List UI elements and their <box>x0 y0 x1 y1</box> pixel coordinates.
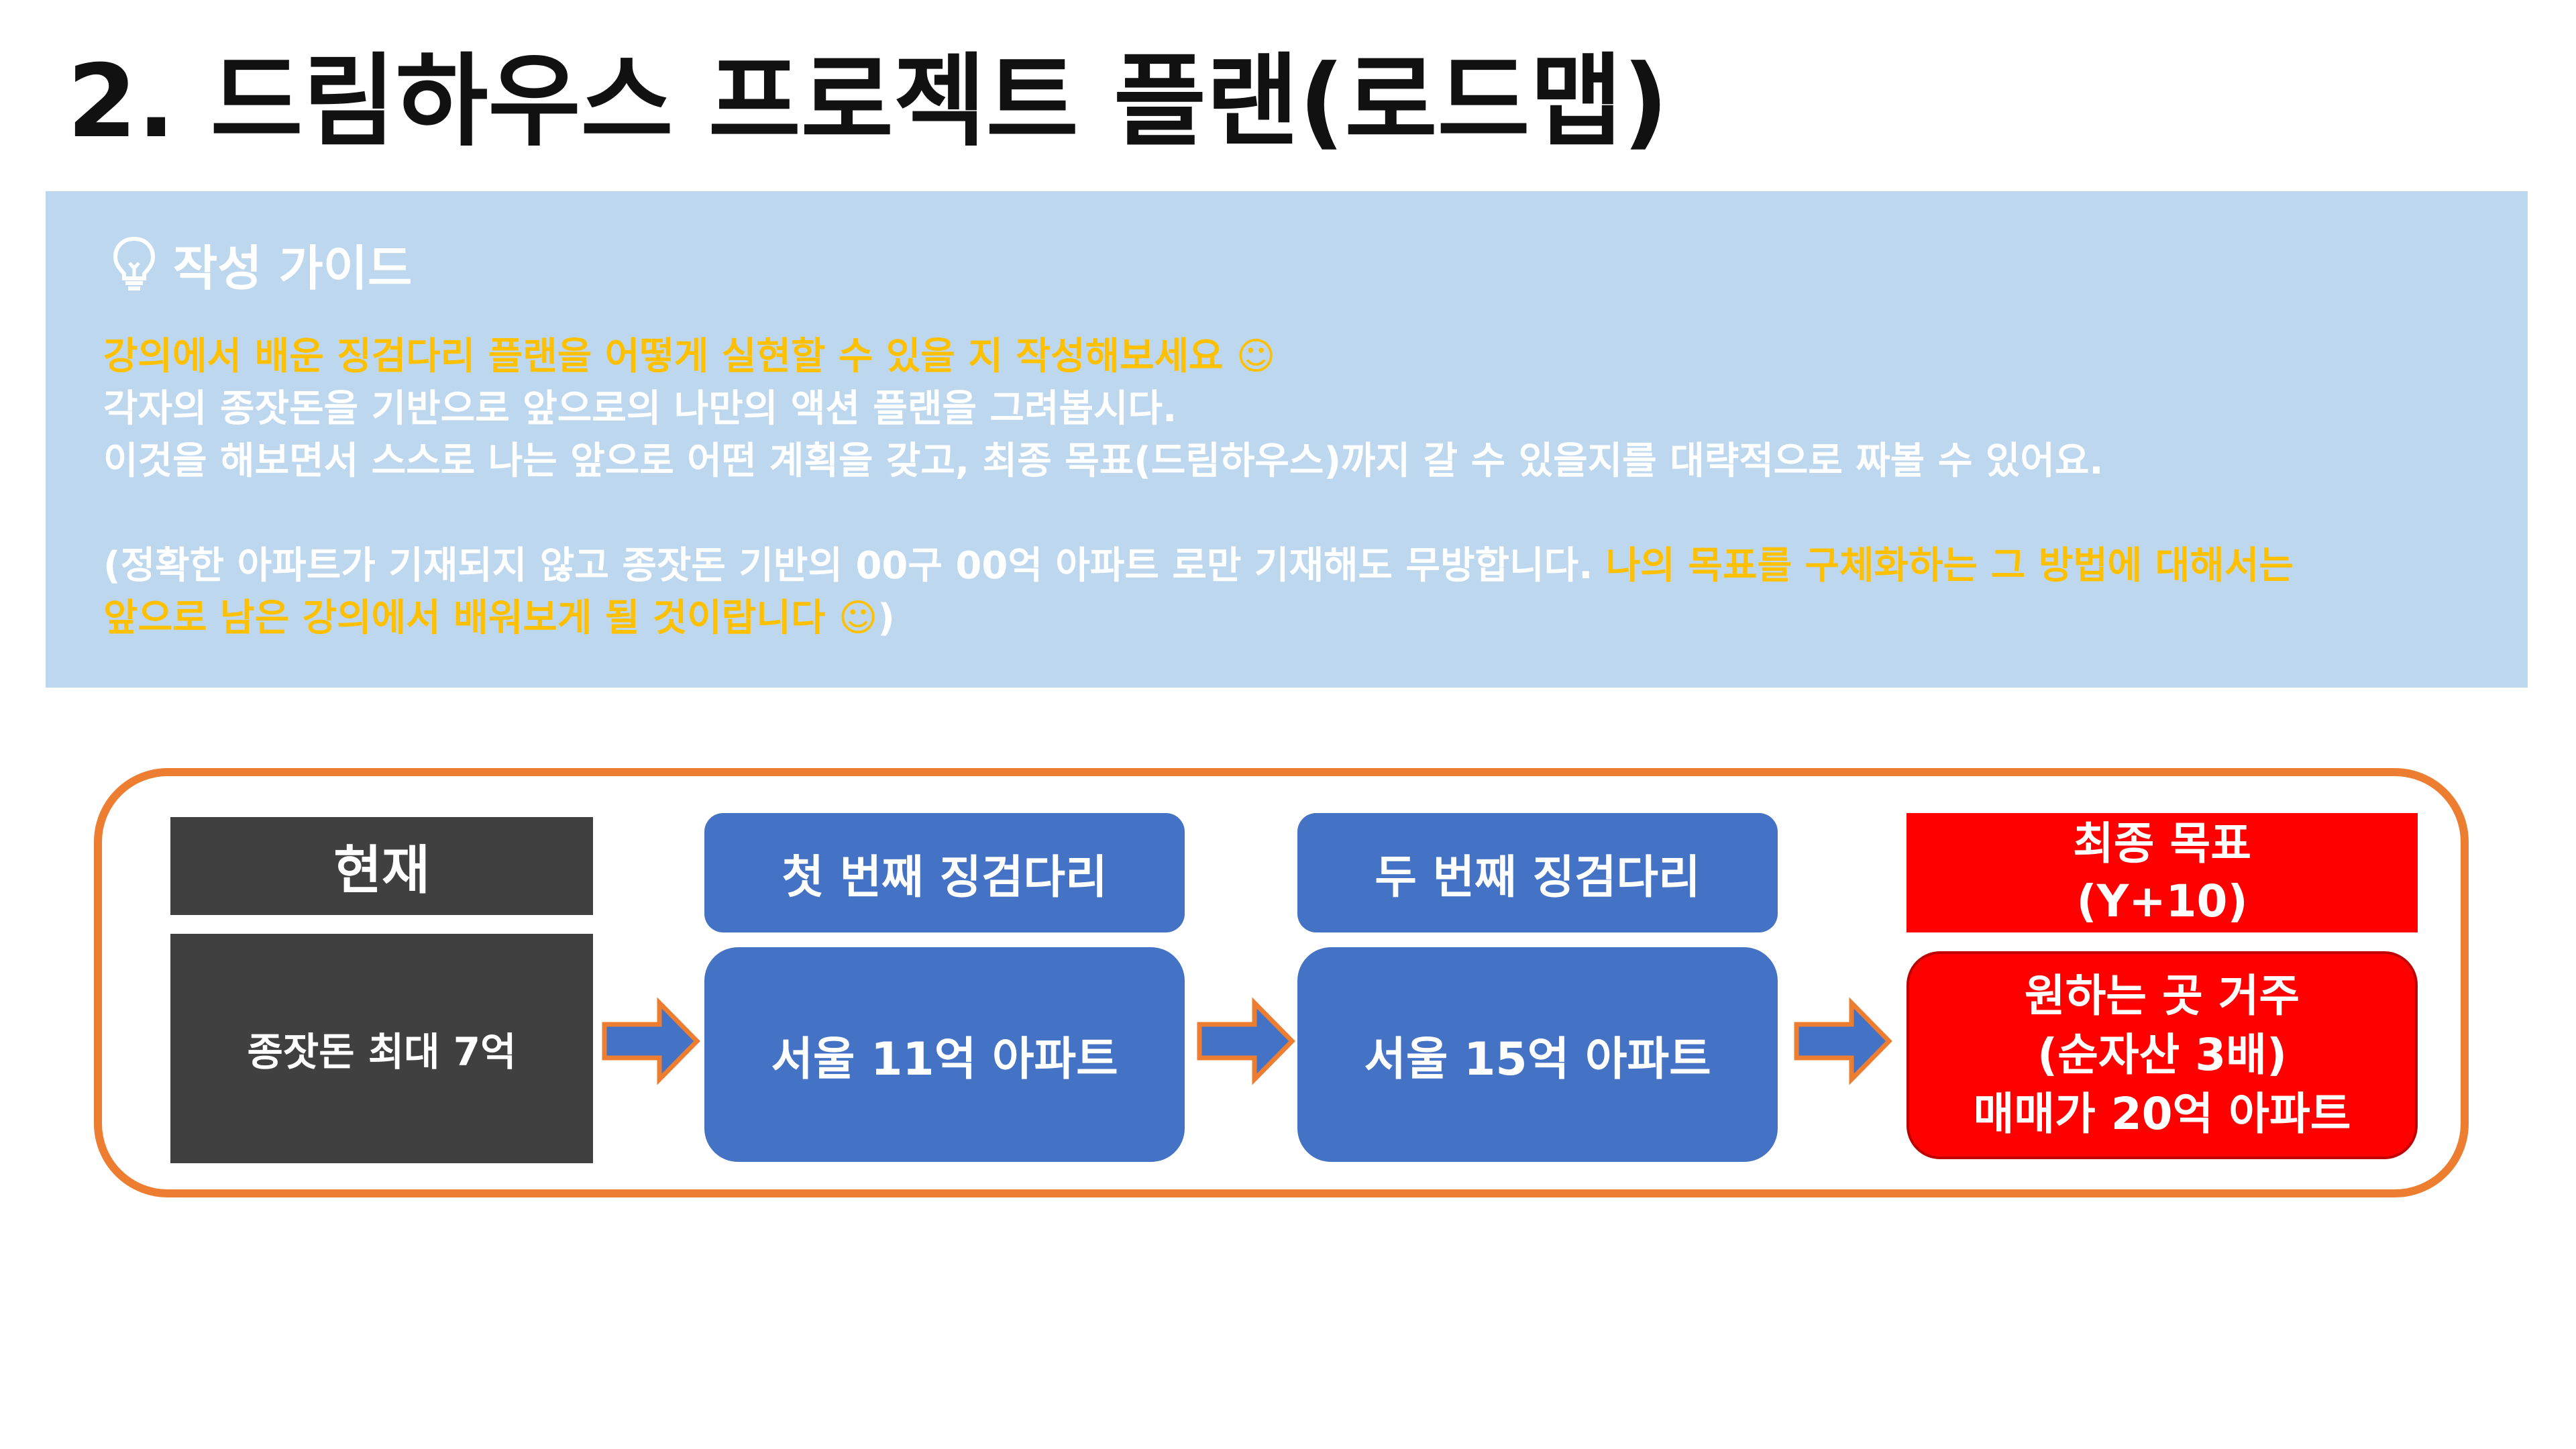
lightbulb-icon <box>113 236 156 292</box>
guide-line-2: 각자의 종잣돈을 기반으로 앞으로의 나만의 액션 플랜을 그려봅시다. <box>103 387 1177 431</box>
step2-header: 두 번째 징검다리 <box>1297 813 1778 932</box>
right-arrow-icon <box>600 998 701 1085</box>
guide-header: 작성 가이드 <box>113 229 412 299</box>
guide-title: 작성 가이드 <box>173 240 413 297</box>
guide-line-3: 이것을 해보면서 스스로 나는 앞으로 어떤 계획을 갖고, 최종 목표(드림하… <box>103 439 2104 483</box>
writing-guide-panel: 작성 가이드 강의에서 배운 징검다리 플랜을 어떻게 실현할 수 있을 지 작… <box>46 191 2528 688</box>
final-goal-line-2: (순자산 3배) <box>2037 1029 2288 1081</box>
guide-line-1: 강의에서 배운 징검다리 플랜을 어떻게 실현할 수 있을 지 작성해보세요 ☺ <box>103 335 1276 378</box>
right-arrow-icon <box>1792 998 1893 1085</box>
guide-line-5: 앞으로 남은 강의에서 배워보게 될 것이랍니다 ☺) <box>103 592 2491 645</box>
final-goal-title: 최종 목표 <box>2073 818 2251 869</box>
final-goal-timeframe: (Y+10) <box>2076 875 2248 927</box>
right-arrow-icon <box>1195 998 1296 1085</box>
roadmap-frame <box>94 768 2469 1197</box>
step1-body: 서울 11억 아파트 <box>704 947 1185 1162</box>
step1-header: 첫 번째 징검다리 <box>704 813 1185 932</box>
page-title: 2. 드림하우스 프로젝트 플랜(로드맵) <box>67 44 1669 160</box>
guide-line-4: (정확한 아파트가 기재되지 않고 종잣돈 기반의 00구 00억 아파트 로만… <box>103 540 2491 592</box>
step2-body: 서울 15억 아파트 <box>1297 947 1778 1162</box>
guide-spacer <box>103 488 2491 540</box>
current-header: 현재 <box>170 817 593 915</box>
guide-line-4-orange: 나의 목표를 구체화하는 그 방법에 대해서는 <box>1593 544 2294 588</box>
final-goal-line-1: 원하는 곳 거주 <box>2024 970 2300 1022</box>
final-goal-header: 최종 목표 (Y+10) <box>1907 813 2418 932</box>
final-goal-line-3: 매매가 20억 아파트 <box>1973 1088 2351 1140</box>
final-goal-body: 원하는 곳 거주 (순자산 3배) 매매가 20억 아파트 <box>1907 951 2418 1159</box>
guide-line-4-white: (정확한 아파트가 기재되지 않고 종잣돈 기반의 00구 00억 아파트 로만… <box>103 544 1593 588</box>
current-body: 종잣돈 최대 7억 <box>170 934 593 1163</box>
guide-text: 강의에서 배운 징검다리 플랜을 어떻게 실현할 수 있을 지 작성해보세요 ☺… <box>103 331 2491 645</box>
guide-line-5-orange: 앞으로 남은 강의에서 배워보게 될 것이랍니다 ☺ <box>103 596 878 640</box>
guide-line-5-white: ) <box>877 596 895 640</box>
